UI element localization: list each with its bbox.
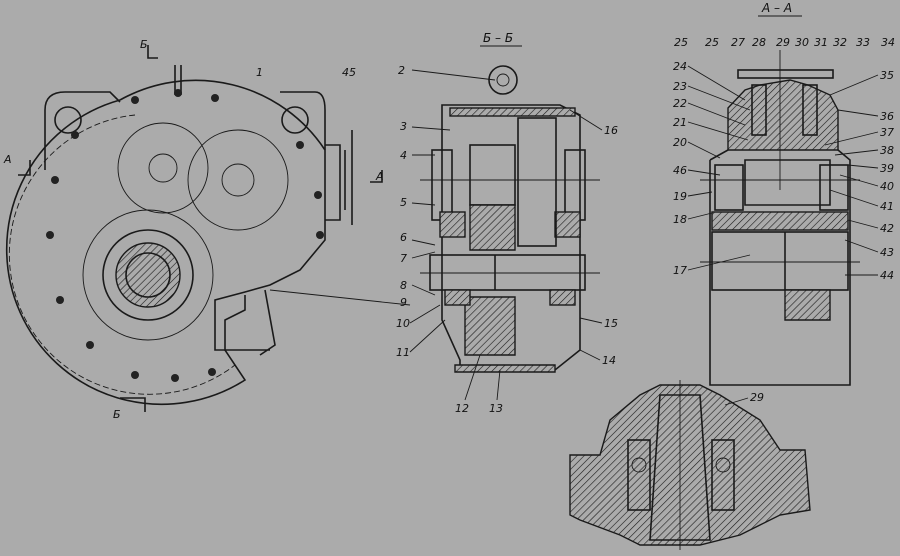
- label-6: 6: [400, 231, 407, 244]
- label-28: 28: [752, 36, 766, 49]
- label-25a: 25: [674, 36, 688, 49]
- section-mark-b-top: Б: [140, 38, 148, 51]
- label-33: 33: [856, 36, 870, 49]
- label-37: 37: [880, 126, 894, 139]
- label-11: 11: [396, 346, 410, 359]
- label-32: 32: [833, 36, 847, 49]
- label-27: 27: [731, 36, 745, 49]
- section-bb-view: Б – Б 2 3 4 5 6 7 8 9 10 11 12 13 14: [396, 31, 618, 415]
- label-2: 2: [398, 64, 405, 77]
- section-mark-b-bottom: Б: [113, 408, 121, 421]
- label-36: 36: [880, 110, 894, 123]
- front-view: Б Б А А 1 45: [3, 38, 411, 421]
- label-42: 42: [880, 222, 894, 235]
- label-24: 24: [673, 60, 687, 73]
- label-31: 31: [814, 36, 828, 49]
- label-17: 17: [673, 264, 687, 277]
- label-41: 41: [880, 200, 894, 213]
- label-5: 5: [400, 196, 407, 209]
- section-bb-labels: 2 3 4 5 6 7 8 9 10 11 12 13 14 15 16: [396, 64, 618, 415]
- label-1: 1: [256, 66, 263, 79]
- label-7: 7: [400, 252, 407, 265]
- label-8: 8: [400, 279, 407, 292]
- label-16: 16: [604, 124, 618, 137]
- label-20: 20: [673, 136, 687, 149]
- section-mark-a-right: А: [375, 170, 384, 183]
- label-21: 21: [673, 116, 687, 129]
- label-35: 35: [880, 69, 894, 82]
- section-bb-title: Б – Б: [483, 31, 513, 45]
- label-38: 38: [880, 144, 894, 157]
- section-aa-view: А – А 25 25 27 28 29 30 31 32 33 34 35 3…: [673, 1, 895, 386]
- label-46: 46: [673, 164, 687, 177]
- label-25b: 25: [705, 36, 719, 49]
- label-15: 15: [604, 317, 618, 330]
- label-30: 30: [795, 36, 809, 49]
- label-13: 13: [489, 402, 503, 415]
- label-23: 23: [673, 80, 687, 93]
- label-29-detail: 29: [750, 391, 764, 404]
- label-3: 3: [400, 120, 407, 133]
- label-29: 29: [776, 36, 790, 49]
- front-bolts: [46, 89, 324, 382]
- label-14: 14: [602, 354, 616, 367]
- label-44: 44: [880, 269, 894, 282]
- detail-view: 29: [569, 380, 811, 550]
- label-19: 19: [673, 190, 687, 203]
- section-aa-labels: 25 25 27 28 29 30 31 32 33 34 35 36 37 3…: [673, 36, 895, 282]
- section-aa-title: А – А: [761, 1, 792, 15]
- label-9: 9: [400, 296, 407, 309]
- label-4: 4: [400, 149, 407, 162]
- label-12: 12: [455, 402, 469, 415]
- label-10: 10: [396, 317, 410, 330]
- label-22: 22: [673, 97, 687, 110]
- section-mark-a-left: А: [3, 153, 12, 166]
- label-40: 40: [880, 180, 894, 193]
- label-45: 45: [342, 66, 356, 79]
- label-43: 43: [880, 246, 894, 259]
- label-34: 34: [881, 36, 895, 49]
- label-18: 18: [673, 213, 687, 226]
- label-39: 39: [880, 162, 894, 175]
